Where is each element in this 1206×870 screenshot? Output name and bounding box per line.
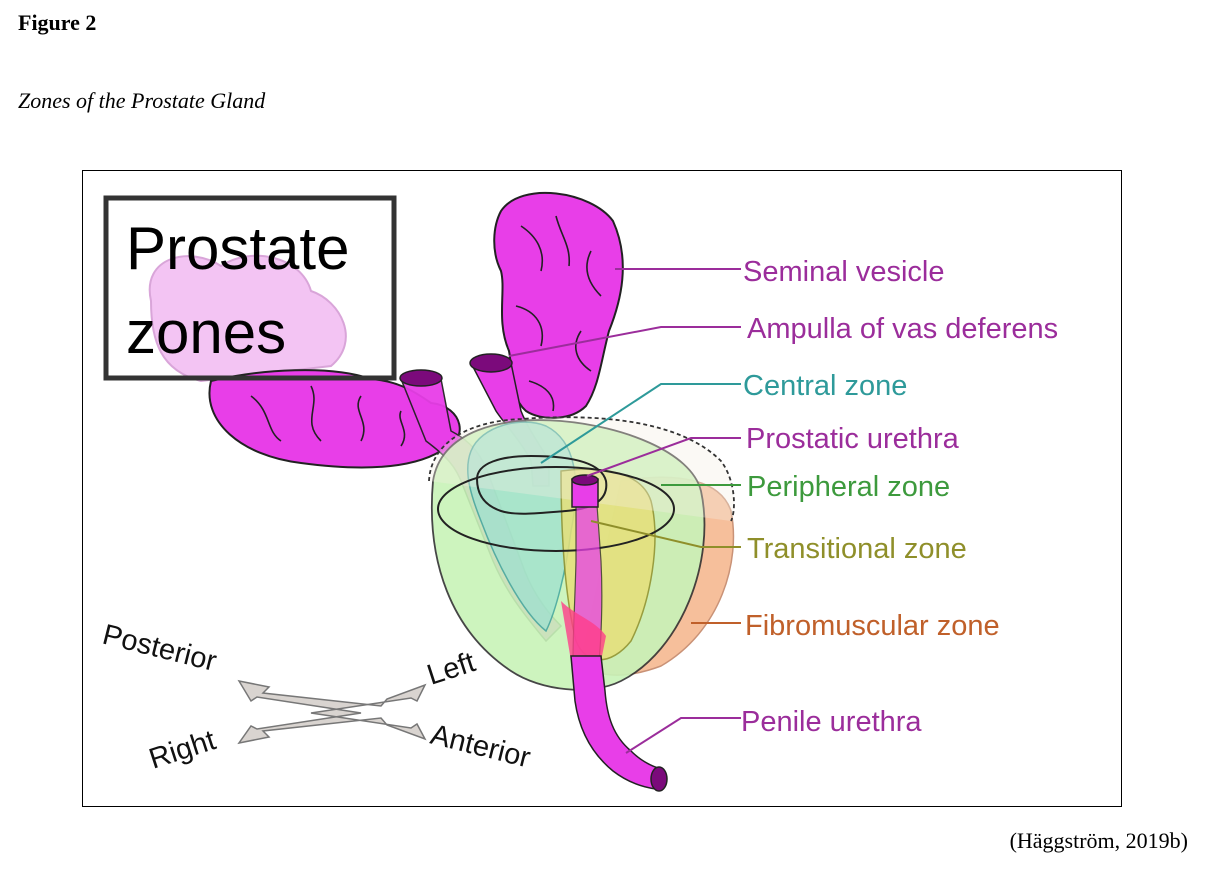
label-prostatic-urethra: Prostatic urethra: [746, 423, 960, 455]
label-seminal-vesicle: Seminal vesicle: [743, 256, 944, 288]
direction-anterior: Anterior: [427, 719, 534, 775]
right-seminal-vesicle: [493, 191, 624, 419]
figure-title: Zones of the Prostate Gland: [18, 88, 266, 113]
figure-label: Figure 2: [18, 10, 97, 35]
label-transitional-zone: Transitional zone: [747, 533, 967, 565]
structure-labels: Seminal vesicle Ampulla of vas deferens …: [741, 256, 1058, 738]
prostate-gland: [428, 416, 735, 691]
diagram-title-line2: zones: [126, 299, 286, 366]
label-penile-urethra: Penile urethra: [741, 706, 922, 738]
label-ampulla: Ampulla of vas deferens: [747, 313, 1058, 345]
label-central-zone: Central zone: [743, 370, 907, 402]
direction-left: Left: [423, 646, 479, 691]
prostate-diagram: Prostate zones: [82, 170, 1122, 807]
label-fibromuscular-zone: Fibromuscular zone: [745, 610, 1000, 642]
diagram-title-line1: Prostate: [126, 215, 349, 282]
label-peripheral-zone: Peripheral zone: [747, 471, 950, 503]
orientation-compass: Posterior Left Right Anterior: [99, 619, 534, 776]
penile-urethra-tube: [570, 655, 668, 792]
leader-lines: [508, 268, 741, 754]
figure-citation: (Häggström, 2019b): [1009, 828, 1188, 853]
diagram-title-box: Prostate zones: [103, 195, 397, 381]
direction-posterior: Posterior: [99, 619, 220, 678]
left-seminal-vesicle: [148, 254, 461, 469]
direction-right: Right: [145, 724, 219, 775]
